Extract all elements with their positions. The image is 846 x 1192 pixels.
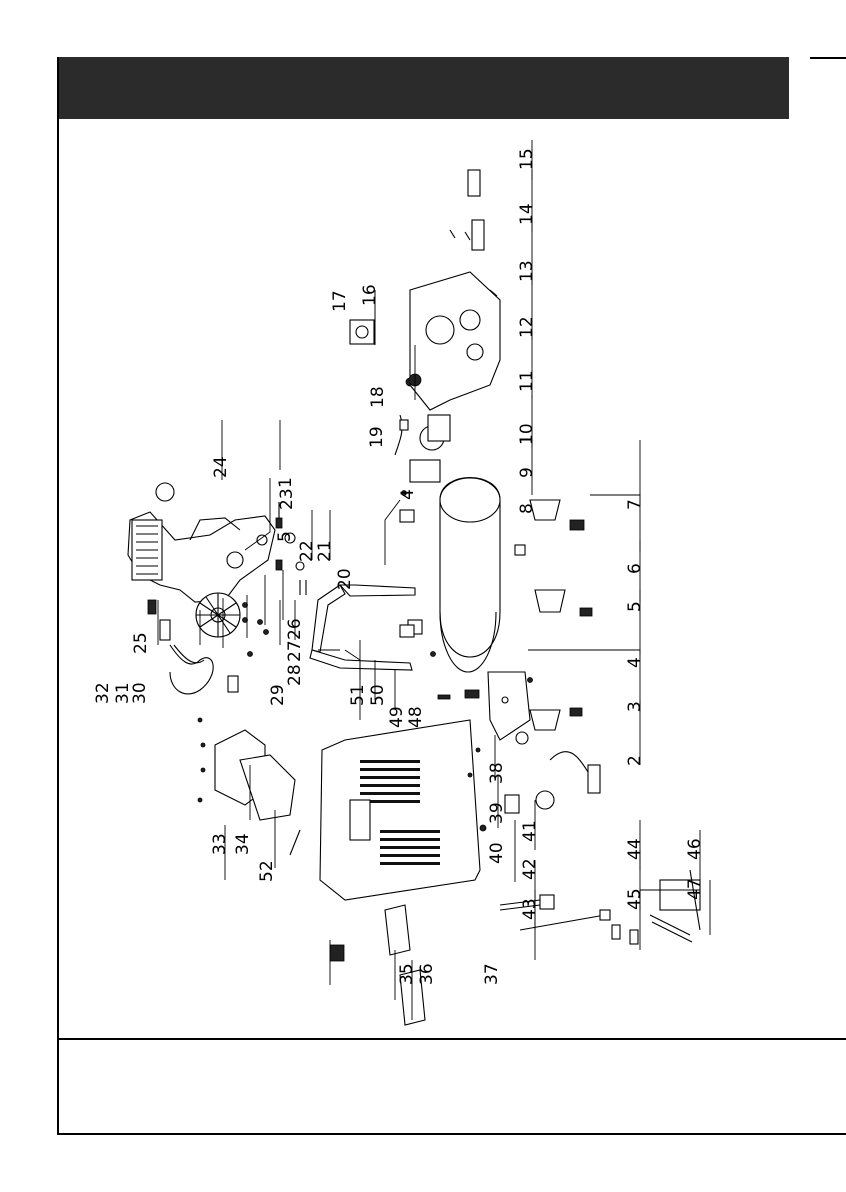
- callout-19: 19: [367, 426, 387, 448]
- callout-46: 46: [685, 838, 705, 860]
- callout-15: 15: [517, 148, 537, 170]
- callout-2: 2: [625, 755, 645, 766]
- callout-4-upper: 4: [398, 489, 418, 500]
- callout-1: 1: [276, 477, 296, 488]
- callout-35: 35: [397, 963, 417, 985]
- callout-24: 24: [211, 456, 231, 478]
- air-tank: [400, 478, 525, 689]
- callout-45: 45: [625, 888, 645, 910]
- callout-11: 11: [517, 370, 537, 392]
- callout-49: 49: [387, 706, 407, 728]
- callout-4-lower: 4: [625, 657, 645, 668]
- callout-52: 52: [257, 860, 277, 882]
- callout-39: 39: [487, 802, 507, 824]
- callout-51: 51: [348, 684, 368, 706]
- callout-21: 21: [315, 540, 335, 562]
- callout-14: 14: [517, 203, 537, 225]
- callout-29: 29: [268, 684, 288, 706]
- callout-23: 23: [277, 488, 297, 510]
- callout-32: 32: [93, 682, 113, 704]
- callout-7: 7: [625, 499, 645, 510]
- callout-48: 48: [406, 706, 426, 728]
- callout-30: 30: [130, 682, 150, 704]
- callout-17: 17: [330, 290, 350, 312]
- callout-12: 12: [517, 316, 537, 338]
- cap: [156, 483, 174, 501]
- callout-5-lower: 5: [625, 601, 645, 612]
- callout-43: 43: [520, 898, 540, 920]
- callout-34: 34: [233, 833, 253, 855]
- callout-18: 18: [368, 386, 388, 408]
- callout-5-upper: 5: [275, 531, 295, 542]
- callout-50: 50: [368, 684, 388, 706]
- callout-26: 26: [285, 618, 305, 640]
- callout-38: 38: [487, 762, 507, 784]
- control-panel-shroud: [409, 170, 500, 410]
- main-shroud: [320, 720, 480, 900]
- callout-20: 20: [335, 568, 355, 590]
- callout-25: 25: [131, 632, 151, 654]
- callout-33: 33: [210, 833, 230, 855]
- callout-40: 40: [487, 842, 507, 864]
- callout-9: 9: [517, 467, 537, 478]
- callout-42: 42: [520, 858, 540, 880]
- callout-37: 37: [482, 963, 502, 985]
- callout-36: 36: [417, 963, 437, 985]
- callout-28: 28: [285, 664, 305, 686]
- tank-foot: [488, 672, 530, 744]
- callout-47: 47: [685, 878, 705, 900]
- parts-drawings: [128, 170, 700, 1025]
- callout-27: 27: [285, 640, 305, 662]
- callout-44: 44: [625, 838, 645, 860]
- callout-16: 16: [360, 284, 380, 306]
- callout-8: 8: [517, 503, 537, 514]
- callout-3: 3: [625, 701, 645, 712]
- rubber-feet: [530, 500, 592, 730]
- callout-10: 10: [517, 423, 537, 445]
- callout-41: 41: [520, 820, 540, 842]
- power-cord: [550, 752, 600, 793]
- callout-13: 13: [517, 260, 537, 282]
- callout-22: 22: [297, 540, 317, 562]
- callout-6: 6: [625, 563, 645, 574]
- pressure-switch: [468, 748, 554, 831]
